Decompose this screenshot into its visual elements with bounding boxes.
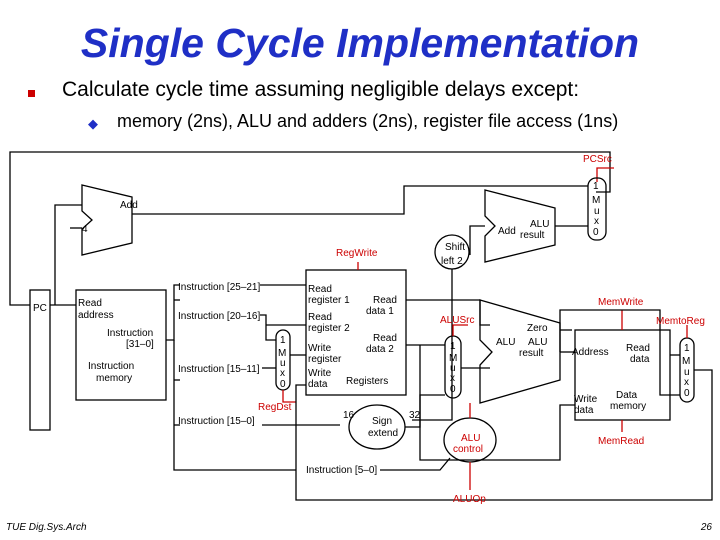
- mux-top-label-0: 0: [593, 227, 599, 238]
- mux-top-label-u: u: [594, 206, 600, 217]
- mux-regdst-label-m: M: [278, 348, 286, 359]
- instr-20-16-label: Instruction [20–16]: [178, 311, 260, 322]
- alu-control-label-2: control: [453, 444, 483, 455]
- bullet-diamond-icon: ◆: [88, 116, 98, 131]
- write-data-reg-label-2: data: [308, 379, 328, 390]
- adder-right: [484, 189, 556, 263]
- alu-result-label-1: ALU: [528, 337, 547, 348]
- sign-extend-label-1: Sign: [372, 416, 392, 427]
- mux-alusrc-label-0: 0: [450, 384, 456, 395]
- mux-memtoreg-label-1: 1: [684, 343, 690, 354]
- read-address-label-2: address: [78, 310, 114, 321]
- alusrc-control-wire: [452, 324, 468, 336]
- alu-result-top-label-2: result: [520, 230, 545, 241]
- mux-top: [587, 177, 607, 241]
- instruction-memory-label-2: memory: [96, 373, 132, 384]
- sign-extend-label-2: extend: [368, 428, 398, 439]
- mux-regdst-label-u: u: [280, 358, 286, 369]
- registers-label: Registers: [346, 376, 388, 387]
- read-register-2-label-2: register 2: [308, 323, 350, 334]
- instruction-memory-label-1: Instruction: [88, 361, 134, 372]
- instr-15-11-label: Instruction [15–11]: [178, 364, 260, 375]
- data-memory-label-2: memory: [610, 401, 646, 412]
- regwrite-label: RegWrite: [336, 248, 378, 259]
- sixteen-label: 16: [343, 410, 355, 421]
- pc-register: [29, 289, 51, 431]
- write-data-reg-label-1: Write: [308, 368, 332, 379]
- page-number: 26: [700, 522, 712, 533]
- mux-alusrc-label-x: x: [450, 373, 455, 384]
- thirtytwo-label: 32: [409, 410, 421, 421]
- instruction-memory: [75, 289, 167, 401]
- read-register-1-label-2: register 1: [308, 295, 350, 306]
- zero-label: Zero: [527, 323, 548, 334]
- mux-top-label-x: x: [594, 216, 599, 227]
- bullet-sub-text: memory (2ns), ALU and adders (2ns), regi…: [117, 111, 619, 131]
- adder-left: [81, 184, 133, 256]
- regdst-control-wire: [282, 390, 296, 403]
- alu-label: ALU: [496, 337, 515, 348]
- pc-feedback-wire: [9, 151, 611, 306]
- write-register-label-2: register: [308, 354, 342, 365]
- shift-label-2: left 2: [441, 256, 463, 267]
- instr-15-0-label: Instruction [15–0]: [178, 416, 255, 427]
- write-register-label-1: Write: [308, 343, 332, 354]
- mux-top-label-m: M: [592, 195, 600, 206]
- read-data-2-label-1: Read: [373, 333, 397, 344]
- regdst-label: RegDst: [258, 402, 292, 413]
- mux-alusrc-label-m: M: [449, 353, 457, 364]
- read-data-2-label-2: data 2: [366, 344, 394, 355]
- memread-label: MemRead: [598, 436, 644, 447]
- alusrc-label: ALUSrc: [440, 315, 474, 326]
- data-memory-label-1: Data: [616, 390, 638, 401]
- pc-label: PC: [33, 303, 47, 314]
- alu-control-label-1: ALU: [461, 433, 480, 444]
- mux-regdst-label-x: x: [280, 368, 285, 379]
- instruction-label-1: Instruction: [107, 328, 153, 339]
- memwrite-label: MemWrite: [598, 297, 644, 308]
- mux-alusrc-label-1: 1: [450, 341, 456, 352]
- slide-title: Single Cycle Implementation: [80, 20, 640, 66]
- add-left-label: Add: [120, 200, 138, 211]
- mux-alusrc-label-u: u: [450, 363, 456, 374]
- shift-label-1: Shift: [445, 242, 465, 253]
- instr-5-0-label: Instruction [5–0]: [306, 465, 377, 476]
- sign-extend: [348, 404, 406, 450]
- read-data-1-label-2: data 1: [366, 306, 394, 317]
- memtoreg-label: MemtoReg: [656, 316, 705, 327]
- pcsrc-label: PCSrc: [583, 154, 612, 165]
- register-file: [305, 269, 407, 396]
- write-data-mem-label-2: data: [574, 405, 594, 416]
- bullet-main-text: Calculate cycle time assuming negligible…: [62, 78, 580, 101]
- write-data-mem-label-1: Write: [574, 394, 598, 405]
- read-data-1-label-1: Read: [373, 295, 397, 306]
- mux-memtoreg-label-m: M: [682, 356, 690, 367]
- mux-memtoreg-label-x: x: [684, 377, 689, 388]
- alu-result-label-2: result: [519, 348, 544, 359]
- mux-regdst-label-0: 0: [280, 379, 286, 390]
- mux-top-label-1: 1: [593, 181, 599, 192]
- address-label: Address: [572, 347, 609, 358]
- mux-memtoreg-label-0: 0: [684, 388, 690, 399]
- bullet-square-icon: [28, 90, 35, 97]
- alu-result-top-label-1: ALU: [530, 219, 549, 230]
- mux-regdst-label-1: 1: [280, 335, 286, 346]
- aluop-label: ALUOp: [453, 494, 486, 505]
- read-data-mem-label-1: Read: [626, 343, 650, 354]
- read-data-mem-label-2: data: [630, 354, 650, 365]
- footer-course: TUE Dig.Sys.Arch: [6, 522, 87, 533]
- four-label: 4: [82, 224, 88, 235]
- instr-25-21-label: Instruction [25–21]: [178, 282, 260, 293]
- mux-memtoreg-label-u: u: [684, 367, 690, 378]
- pcsrc-control-wire: [596, 167, 614, 182]
- read-register-2-label-1: Read: [308, 312, 332, 323]
- read-address-label-1: Read: [78, 298, 102, 309]
- instruction-label-2: [31–0]: [126, 339, 154, 350]
- read-register-1-label-1: Read: [308, 284, 332, 295]
- add-right-label: Add: [498, 226, 516, 237]
